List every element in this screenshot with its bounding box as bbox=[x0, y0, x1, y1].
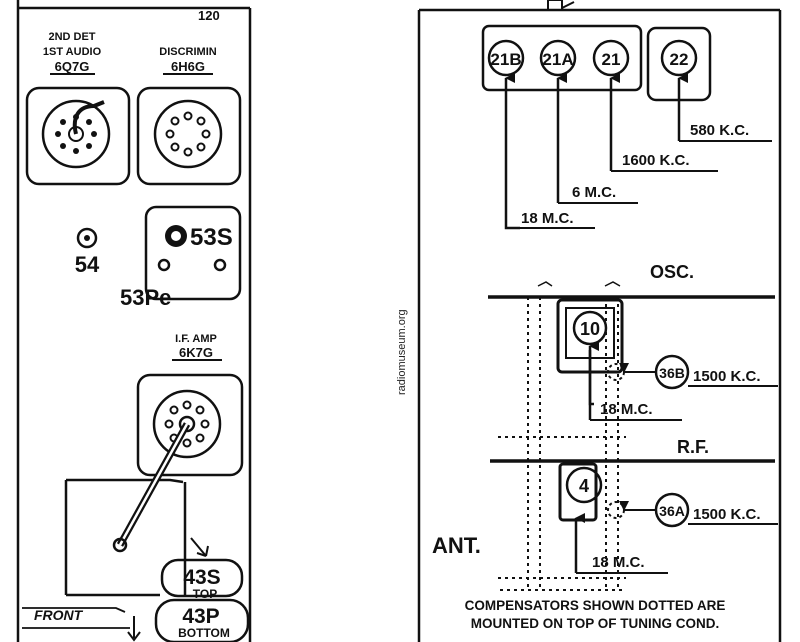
ant-coil-id: 4 bbox=[579, 476, 589, 496]
tube-discrimin-label: DISCRIMIN bbox=[159, 46, 217, 58]
ant-label: ANT. bbox=[432, 533, 481, 558]
label-bottom: BOTTOM bbox=[178, 626, 230, 640]
label-43s: 43S bbox=[183, 566, 220, 589]
osc-comp-freq: 1500 K.C. bbox=[693, 368, 761, 385]
trimmer-21a-freq: 6 M.C. bbox=[572, 184, 616, 201]
tube-1st-audio-label: 1ST AUDIO bbox=[43, 46, 102, 58]
note-line-1: COMPENSATORS SHOWN DOTTED ARE bbox=[465, 598, 726, 613]
adjuster-54 bbox=[76, 227, 98, 249]
ant-coil: 4 bbox=[558, 462, 668, 574]
trimmer-21b-freq: 18 M.C. bbox=[521, 210, 574, 227]
label-53s: 53S bbox=[190, 224, 233, 251]
trimmer-22-id: 22 bbox=[670, 50, 689, 69]
trimmer-21-freq: 1600 K.C. bbox=[622, 152, 690, 169]
tube-6q7g-label: 6Q7G bbox=[55, 59, 90, 74]
label-top: TOP bbox=[193, 587, 217, 601]
osc-section-label: OSC. bbox=[650, 262, 694, 282]
tube-socket-6h6g bbox=[136, 86, 242, 186]
tube-socket-6q7g bbox=[25, 86, 131, 186]
ant-comp-id: 36A bbox=[659, 503, 685, 519]
osc-comp-id: 36B bbox=[659, 365, 685, 381]
ant-compensator: 36A bbox=[607, 492, 778, 528]
if-transformer-can bbox=[144, 205, 242, 301]
right-chassis-panel: 21B 18 M.C. 21A 6 M.C. 21 1600 K.C. 22 bbox=[417, 0, 782, 642]
ant-comp-freq: 1500 K.C. bbox=[693, 506, 761, 523]
osc-coil: 10 bbox=[556, 298, 682, 421]
trimmer-22: 22 bbox=[660, 39, 772, 142]
label-53p: 53Pe bbox=[120, 285, 171, 310]
osc-compensator: 36B bbox=[607, 354, 778, 390]
trimmer-21-id: 21 bbox=[602, 50, 621, 69]
ant-coil-freq: 18 M.C. bbox=[592, 554, 645, 571]
tube-if-amp-label: I.F. AMP bbox=[175, 333, 217, 345]
trimmer-21a-id: 21A bbox=[542, 50, 573, 69]
rf-section-label: R.F. bbox=[677, 437, 709, 457]
osc-coil-id: 10 bbox=[580, 319, 600, 339]
tube-2nd-det-label: 2ND DET bbox=[48, 31, 95, 43]
trimmer-21: 21 bbox=[592, 39, 718, 172]
label-54: 54 bbox=[75, 252, 100, 277]
trimmer-21b: 21B bbox=[487, 39, 595, 230]
osc-coil-freq: 18 M.C. bbox=[600, 401, 653, 418]
label-43p: 43P bbox=[182, 605, 219, 628]
trimmer-21a: 21A bbox=[539, 39, 638, 204]
note-line-2: MOUNTED ON TOP OF TUNING COND. bbox=[471, 616, 720, 631]
tube-socket-6k7g bbox=[136, 373, 244, 477]
trimmer-22-freq: 580 K.C. bbox=[690, 122, 749, 139]
tube-6k7g-label: 6K7G bbox=[179, 345, 213, 360]
label-front: FRONT bbox=[34, 607, 84, 623]
tube-6h6g-label: 6H6G bbox=[171, 59, 205, 74]
trimmer-21b-id: 21B bbox=[490, 50, 521, 69]
watermark-text: radiomuseum.org bbox=[396, 309, 408, 395]
page-number: 120 bbox=[198, 8, 220, 23]
left-chassis-panel: 120 2ND DET 1ST AUDIO 6Q7G DISCRIMIN 6H6… bbox=[16, 0, 252, 642]
